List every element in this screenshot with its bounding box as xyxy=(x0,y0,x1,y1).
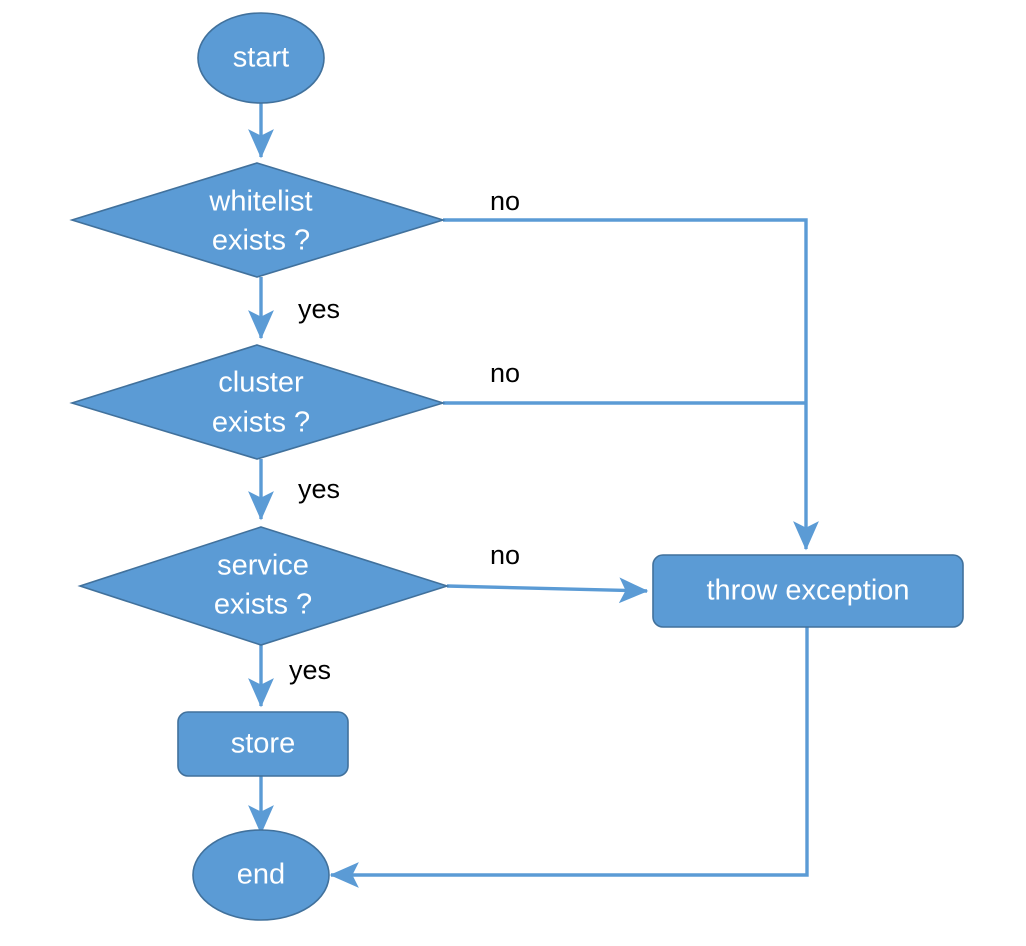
edge-label-service-yes: yes xyxy=(289,655,331,685)
node-throw-exception[interactable]: throw exception xyxy=(652,554,964,628)
node-store[interactable]: store xyxy=(177,711,349,777)
node-cluster-decision[interactable]: cluster exists ? xyxy=(69,344,446,460)
store-label: store xyxy=(231,728,295,760)
store-box[interactable] xyxy=(177,711,349,777)
cluster-label-line1: cluster xyxy=(218,367,304,399)
end-ellipse[interactable] xyxy=(192,829,330,921)
edge-cluster-no: no xyxy=(443,358,807,405)
node-start[interactable]: start xyxy=(197,12,325,104)
edge-whitelist-yes: yes xyxy=(248,277,340,340)
start-label: start xyxy=(233,42,289,74)
edge-service-yes: yes xyxy=(248,641,331,708)
edge-throw-to-end xyxy=(329,627,809,888)
edge-label-whitelist-no: no xyxy=(490,186,520,216)
whitelist-label-line2: exists ? xyxy=(212,225,310,257)
cluster-diamond[interactable] xyxy=(69,344,446,460)
whitelist-label-line1: whitelist xyxy=(208,186,312,218)
edge-label-service-no: no xyxy=(490,540,520,570)
cluster-label-line2: exists ? xyxy=(212,407,310,439)
edge-label-cluster-yes: yes xyxy=(298,474,340,504)
connector-line xyxy=(443,218,819,551)
edge-whitelist-no: no xyxy=(443,186,819,551)
whitelist-diamond[interactable] xyxy=(69,162,446,278)
service-label-line1: service xyxy=(217,550,309,582)
service-diamond[interactable] xyxy=(77,526,450,646)
edge-label-whitelist-yes: yes xyxy=(298,294,340,324)
node-end[interactable]: end xyxy=(192,829,330,921)
connector-line xyxy=(446,577,649,604)
edge-service-no: no xyxy=(446,540,649,604)
throw-exception-label: throw exception xyxy=(706,575,909,607)
connector-line xyxy=(329,627,809,888)
end-label: end xyxy=(237,859,285,891)
edge-cluster-yes: yes xyxy=(248,459,340,521)
service-label-line2: exists ? xyxy=(214,589,312,621)
throw-exception-box[interactable] xyxy=(652,554,964,628)
node-whitelist-decision[interactable]: whitelist exists ? xyxy=(69,162,446,278)
node-service-decision[interactable]: service exists ? xyxy=(77,526,450,646)
edge-label-cluster-no: no xyxy=(490,358,520,388)
start-ellipse[interactable] xyxy=(197,12,325,104)
